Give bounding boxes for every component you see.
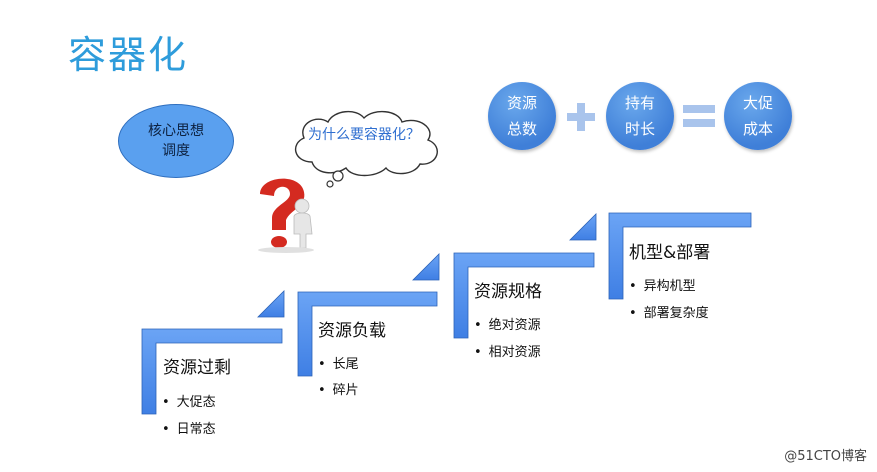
watermark: @51CTO博客 — [784, 449, 867, 464]
step-4-bullet-1: 异构机型 — [629, 275, 696, 294]
step-2-bullet-1: 长尾 — [318, 353, 359, 372]
resource-total-line2: 总数 — [506, 120, 537, 138]
core-idea-line1: 核心思想 — [148, 123, 204, 139]
step-2-bullet-2: 碎片 — [318, 379, 359, 398]
resource-total-node: 资源 总数 — [488, 82, 556, 150]
promo-cost-line2: 成本 — [742, 120, 773, 138]
promo-cost-node: 大促 成本 — [724, 82, 792, 150]
step-1-bullet-1: 大促态 — [162, 391, 216, 410]
step-1-title: 资源过剩 — [163, 358, 231, 378]
core-idea-line2: 调度 — [162, 143, 190, 159]
step-1-arrow — [257, 290, 285, 318]
step-1-bracket — [141, 328, 283, 415]
equals-icon — [683, 105, 715, 127]
holding-duration-node: 持有 时长 — [606, 82, 674, 150]
cloud-question-text: 为什么要容器化？ — [308, 127, 420, 143]
core-idea-node: 核心思想 调度 — [118, 104, 234, 178]
slide-title: 容器化 — [68, 33, 189, 77]
holding-duration-line2: 时长 — [624, 120, 655, 138]
step-2-title: 资源负载 — [318, 321, 386, 341]
step-3-bullet-1: 绝对资源 — [474, 314, 541, 333]
plus-icon — [567, 103, 595, 131]
holding-duration-line1: 持有 — [624, 94, 655, 112]
resource-total-line1: 资源 — [506, 94, 537, 112]
step-3-bracket — [453, 252, 595, 339]
step-2-bracket — [297, 291, 438, 377]
question-figure-icon — [258, 178, 314, 253]
step-3-bullet-2: 相对资源 — [474, 341, 541, 360]
thought-cloud-icon — [294, 111, 438, 188]
step-4-title: 机型&部署 — [629, 243, 711, 263]
step-3-arrow — [569, 213, 597, 241]
step-2-arrow — [412, 253, 440, 281]
step-4-bracket — [608, 212, 752, 300]
step-1-bullet-2: 日常态 — [162, 418, 216, 437]
promo-cost-line1: 大促 — [742, 94, 773, 112]
step-3-title: 资源规格 — [474, 282, 542, 302]
step-4-bullet-2: 部署复杂度 — [629, 302, 709, 321]
